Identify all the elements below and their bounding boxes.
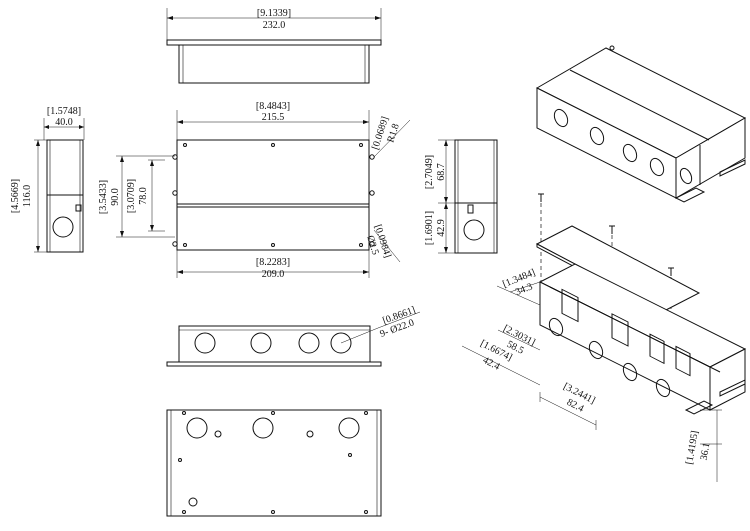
dim-side-width-mm: 40.0	[55, 117, 73, 128]
iso-assembled	[535, 45, 747, 203]
dim-body-width-mm: 215.5	[262, 112, 285, 123]
plan-view: [8.4843] 215.5 [3.5433] 90.0 [3.0709] 78…	[98, 101, 411, 280]
dim-right-lower-in: [1.6901]	[424, 211, 435, 245]
dim-right-upper-in: [2.7049]	[424, 155, 435, 189]
bottom-view	[166, 409, 382, 517]
dim-side-height-in: [4.5669]	[10, 179, 21, 213]
top-view: [9.1339] 232.0	[166, 8, 382, 84]
dim-h-inner-mm: 78.0	[138, 187, 149, 205]
dim-h-outer-in: [3.5433]	[98, 180, 109, 214]
front-elevation: [0.8661] 9- Ø22.0	[166, 305, 421, 367]
left-side-view: [1.5748] 40.0 [4.5669] 116.0	[10, 106, 85, 253]
dim-right-lower-mm: 42.9	[436, 219, 447, 237]
dim-side-height-mm: 116.0	[22, 185, 33, 207]
right-side-view: [2.7049] 68.7 [1.6901] 42.9	[424, 139, 498, 254]
dim-right-upper-mm: 68.7	[436, 163, 447, 181]
dim-h-outer-mm: 90.0	[110, 188, 121, 206]
dim-bottom-width-mm: 209.0	[262, 269, 285, 280]
dim-side-width-in: [1.5748]	[47, 106, 81, 117]
dim-top-width-mm: 232.0	[263, 20, 286, 31]
dim-iso-e-mm: 36.1	[699, 442, 713, 461]
iso-exploded: [1.3484] 34.3 [2.3031] 58.5 [1.6674] 42.…	[461, 193, 747, 482]
dim-body-width-in: [8.4843]	[256, 101, 290, 112]
dim-bottom-width-in: [8.2283]	[256, 257, 290, 268]
dim-h-inner-in: [3.0709]	[126, 179, 137, 213]
dim-top-width-in: [9.1339]	[257, 8, 291, 19]
